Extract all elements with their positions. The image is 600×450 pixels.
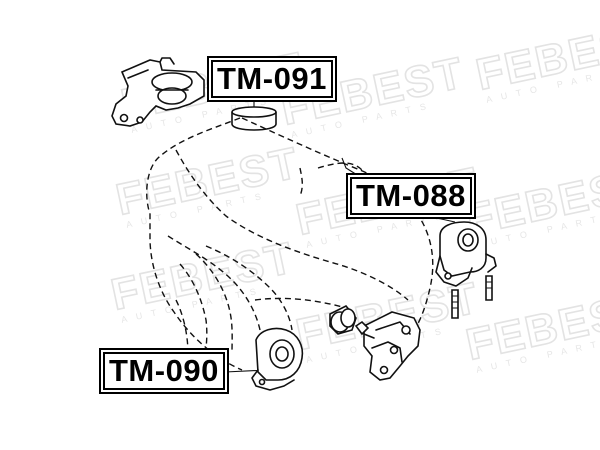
part-label-bottom: TM-090 (103, 352, 225, 390)
part-label-top: TM-091 (211, 60, 333, 98)
bushing-center (329, 305, 357, 335)
watermark: FEBEST AUTO PARTS (471, 12, 600, 104)
part-label-right: TM-088 (350, 177, 472, 215)
mount-tm-088 (435, 221, 497, 319)
mount-tm-091 (111, 57, 205, 127)
engine-outline (146, 117, 434, 371)
watermark: FEBEST AUTO PARTS (106, 232, 299, 324)
watermark: FEBEST AUTO PARTS (461, 282, 600, 374)
mount-tm-090 (251, 327, 304, 391)
watermark: FEBEST AUTO PARTS (111, 137, 304, 229)
bracket-assembly (354, 311, 421, 381)
